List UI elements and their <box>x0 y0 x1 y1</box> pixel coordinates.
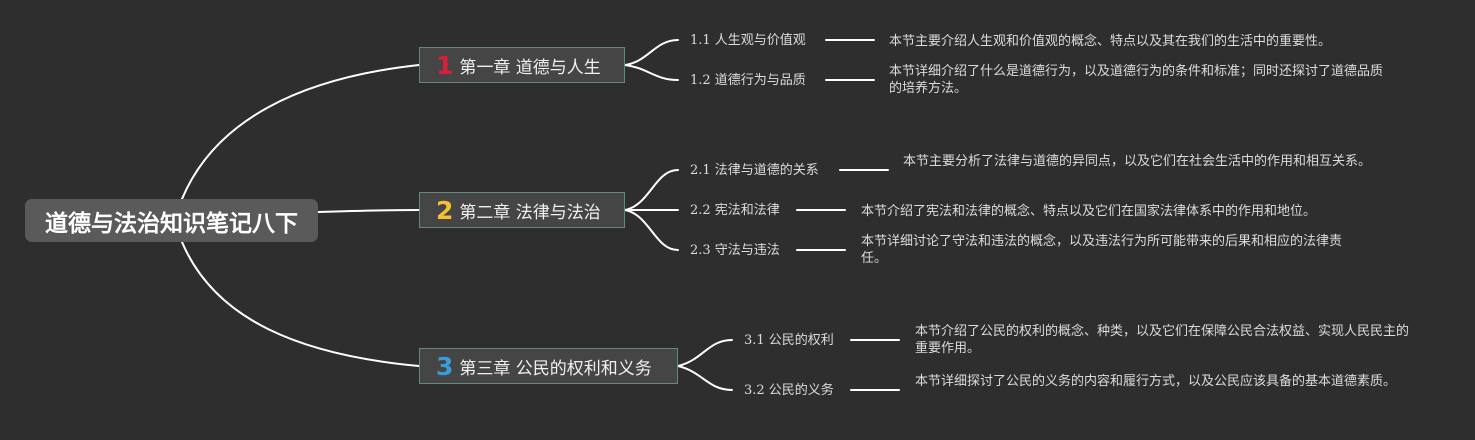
connector-ch1-s1 <box>624 39 679 66</box>
number-2-icon: 2 <box>436 195 454 225</box>
section-node-2-3[interactable]: 2.3 守法与违法 <box>690 243 780 258</box>
connector-ch3-s1 <box>677 339 733 367</box>
section-desc-2-1: 本节主要分析了法律与道德的异同点，以及它们在社会生活中的作用和相互关系。 <box>903 154 1372 169</box>
section-desc-1-2: 本节详细介绍了什么是道德行为，以及道德行为的条件和标准；同时还探讨了道德品质的培… <box>889 64 1384 96</box>
number-1-icon: 1 <box>436 50 454 80</box>
section-node-3-2[interactable]: 3.2 公民的义务 <box>744 383 834 398</box>
section-node-1-2[interactable]: 1.2 道德行为与品质 <box>690 73 806 88</box>
connector-ch3-s2 <box>677 365 733 391</box>
connector-ch2-s3 <box>624 209 679 251</box>
section-desc-1-1: 本节主要介绍人生观和价值观的概念、特点以及其在我们的生活中的重要性。 <box>889 34 1332 49</box>
root-node[interactable]: 道德与法治知识笔记八下 <box>25 199 318 242</box>
root-title: 道德与法治知识笔记八下 <box>45 210 298 237</box>
section-node-1-1[interactable]: 1.1 人生观与价值观 <box>690 33 806 48</box>
section-desc-2-2: 本节介绍了宪法和法律的概念、特点以及它们在国家法律体系中的作用和地位。 <box>861 204 1317 219</box>
section-desc-2-3: 本节详细讨论了守法和违法的概念，以及违法行为所可能带来的后果和相应的法律责任。 <box>861 234 1343 266</box>
section-node-3-1[interactable]: 3.1 公民的权利 <box>744 333 834 348</box>
chapter-node-3[interactable]: 3 第三章 公民的权利和义务 <box>419 348 678 384</box>
chapter-node-1[interactable]: 1 第一章 道德与人生 <box>419 47 625 83</box>
number-3-icon: 3 <box>436 351 454 381</box>
section-node-2-1[interactable]: 2.1 法律与道德的关系 <box>690 163 819 178</box>
chapter-title: 第一章 道德与人生 <box>459 57 601 78</box>
chapter-title: 第二章 法律与法治 <box>459 202 601 223</box>
section-desc-3-2: 本节详细探讨了公民的义务的内容和履行方式，以及公民应该具备的基本道德素质。 <box>915 374 1397 389</box>
section-node-2-2[interactable]: 2.2 宪法和法律 <box>690 203 780 218</box>
connector-ch1-s2 <box>624 64 679 81</box>
chapter-title: 第三章 公民的权利和义务 <box>459 358 652 379</box>
connector-root-ch1 <box>181 64 420 200</box>
connector-ch2-s1 <box>624 169 679 211</box>
connector-root-ch3 <box>181 241 420 367</box>
connector-root-ch2 <box>317 209 420 213</box>
chapter-node-2[interactable]: 2 第二章 法律与法治 <box>419 192 625 228</box>
section-desc-3-1: 本节介绍了公民的权利的概念、种类，以及它们在保障公民合法权益、实现人民民主的重要… <box>915 324 1410 356</box>
